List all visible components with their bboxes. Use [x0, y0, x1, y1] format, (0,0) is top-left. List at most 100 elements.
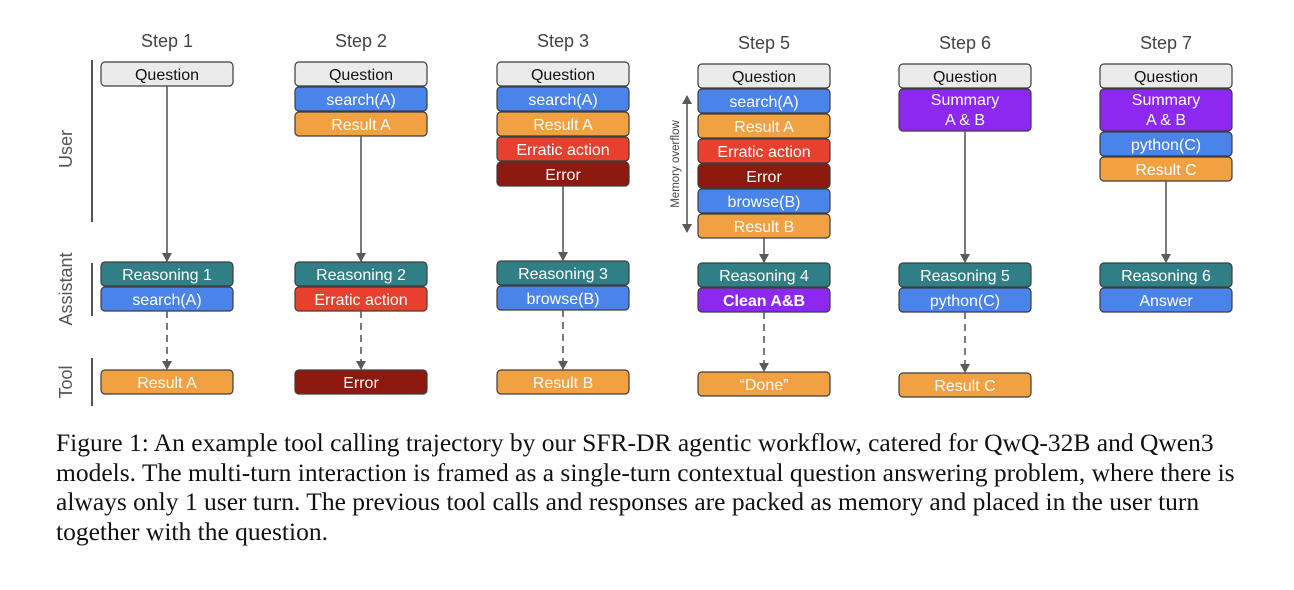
user-error-block-box: [697, 163, 831, 189]
user-result-a-block: Result A: [496, 111, 630, 137]
step-header: Step 7: [1140, 33, 1192, 53]
user-question-block-label: Question: [1134, 69, 1198, 86]
assistant-erratic-action-block-label: Erratic action: [314, 292, 407, 309]
user-question-block-label: Question: [531, 67, 595, 84]
user-search-a-block: search(A): [697, 88, 831, 114]
tool-row-label: Tool: [56, 365, 76, 398]
user-question-block: Question: [898, 63, 1032, 89]
assistant-python-c-block-label: python(C): [930, 293, 1000, 310]
user-python-c-block: python(C): [1099, 131, 1233, 157]
tool-result-c-block-label: Result C: [934, 378, 995, 395]
user-erratic-action-block-box: [697, 138, 831, 164]
user-question-block-label: Question: [933, 69, 997, 86]
user-result-c-block: Result C: [1099, 156, 1233, 182]
assistant-browse-b-block-label: browse(B): [527, 291, 600, 308]
tool-done-block-label: “Done”: [740, 377, 789, 394]
user-result-b-block: Result B: [697, 213, 831, 239]
assistant-reasoning-3-block-box: [496, 260, 630, 286]
assistant-answer-block-box: [1099, 287, 1233, 313]
user-question-block-label: Question: [135, 67, 199, 84]
user-search-a-block-box: [294, 86, 428, 112]
user-summary-block-label-line2: A & B: [1146, 112, 1186, 129]
user-search-a-block-label: search(A): [729, 94, 798, 111]
user-erratic-action-block-label: Erratic action: [717, 144, 810, 161]
assistant-reasoning-2-block: Reasoning 2: [294, 261, 428, 287]
user-result-a-block-box: [496, 111, 630, 137]
tool-done-block: “Done”: [697, 371, 831, 397]
figure-caption: Figure 1: An example tool calling trajec…: [56, 428, 1235, 546]
user-result-a-block: Result A: [294, 111, 428, 137]
assistant-reasoning-2-block-box: [294, 261, 428, 287]
user-error-block: Error: [496, 161, 630, 187]
tool-done-block-box: [697, 371, 831, 397]
assistant-reasoning-6-block-box: [1099, 262, 1233, 288]
assistant-reasoning-4-block: Reasoning 4: [697, 262, 831, 288]
column-step-5: Step 5 Question search(A) Result A Erratic a…: [697, 33, 831, 397]
user-erratic-action-block-label: Erratic action: [516, 142, 609, 159]
tool-result-c-block-box: [898, 372, 1032, 398]
user-question-block: Question: [100, 61, 234, 87]
user-browse-b-block: browse(B): [697, 188, 831, 214]
assistant-python-c-block: python(C): [898, 287, 1032, 313]
user-error-block: Error: [697, 163, 831, 189]
user-erratic-action-block: Erratic action: [496, 136, 630, 162]
assistant-clean-a-b-block: Clean A&B: [697, 287, 831, 313]
user-browse-b-block-label: browse(B): [728, 194, 801, 211]
tool-result-b-block-box: [496, 369, 630, 395]
user-result-a-block-label: Result A: [533, 117, 593, 134]
user-python-c-block-box: [1099, 131, 1233, 157]
assistant-answer-block-label: Answer: [1139, 293, 1193, 310]
user-result-a-block-label: Result A: [734, 119, 794, 136]
user-question-block: Question: [294, 61, 428, 87]
assistant-reasoning-4-block-box: [697, 262, 831, 288]
assistant-reasoning-6-block-label: Reasoning 6: [1121, 268, 1211, 285]
tool-error-block-label: Error: [343, 375, 379, 392]
assistant-erratic-action-block: Erratic action: [294, 286, 428, 312]
memory-overflow-annotation: Memory overflow: [670, 95, 692, 233]
user-question-block-box: [496, 61, 630, 87]
memory-overflow-label: Memory overflow: [670, 120, 682, 208]
assistant-reasoning-3-block-label: Reasoning 3: [518, 266, 608, 283]
user-result-a-block-label: Result A: [331, 117, 391, 134]
assistant-reasoning-1-block: Reasoning 1: [100, 261, 234, 287]
user-question-block-label: Question: [732, 69, 796, 86]
user-search-a-block-box: [697, 88, 831, 114]
user-question-block: Question: [496, 61, 630, 87]
step-header: Step 5: [738, 33, 790, 53]
assistant-reasoning-3-block: Reasoning 3: [496, 260, 630, 286]
tool-error-block-box: [294, 369, 428, 395]
user-summary-block-box: [1099, 88, 1233, 132]
trajectory-diagram: User Assistant Tool Memory overflow Step…: [56, 31, 1233, 406]
assistant-search-a-block-label: search(A): [132, 292, 201, 309]
step-header: Step 6: [939, 33, 991, 53]
assistant-answer-block: Answer: [1099, 287, 1233, 313]
tool-result-a-block-label: Result A: [137, 375, 197, 392]
user-question-block-box: [1099, 63, 1233, 89]
assistant-clean-a-b-block-label: Clean A&B: [723, 293, 805, 310]
tool-result-a-block: Result A: [100, 369, 234, 395]
assistant-reasoning-6-block: Reasoning 6: [1099, 262, 1233, 288]
tool-result-b-block-label: Result B: [533, 375, 593, 392]
assistant-browse-b-block: browse(B): [496, 285, 630, 311]
user-search-a-block: search(A): [496, 86, 630, 112]
user-result-a-block-box: [697, 113, 831, 139]
step-header: Step 1: [141, 31, 193, 51]
assistant-reasoning-1-block-box: [100, 261, 234, 287]
user-search-a-block-box: [496, 86, 630, 112]
user-error-block-label: Error: [746, 169, 782, 186]
assistant-reasoning-2-block-label: Reasoning 2: [316, 267, 406, 284]
user-summary-block-label: Summary: [931, 92, 999, 109]
user-summary-block: Summary A & B: [898, 88, 1032, 132]
user-erratic-action-block-box: [496, 136, 630, 162]
user-browse-b-block-box: [697, 188, 831, 214]
assistant-search-a-block: search(A): [100, 286, 234, 312]
row-labels: User Assistant Tool: [56, 60, 93, 406]
user-question-block-box: [294, 61, 428, 87]
user-search-a-block-label: search(A): [326, 92, 395, 109]
tool-result-c-block: Result C: [898, 372, 1032, 398]
tool-error-block: Error: [294, 369, 428, 395]
user-summary-block-label-line2: A & B: [945, 112, 985, 129]
user-python-c-block-label: python(C): [1131, 137, 1201, 154]
